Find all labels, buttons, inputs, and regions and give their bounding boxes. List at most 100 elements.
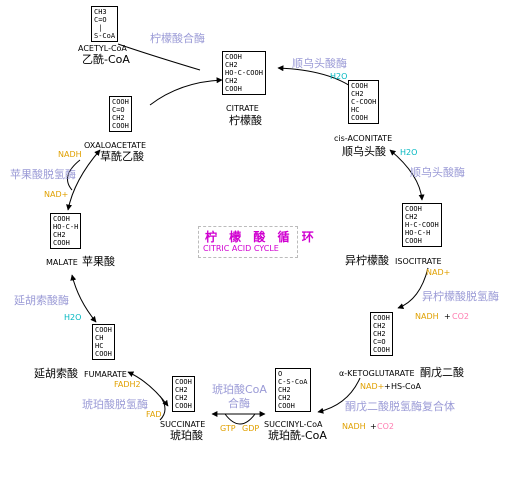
structure-line: COOH: [112, 98, 129, 106]
citrate-structure: COOH CH2 HO-C-COOH CH2 COOH: [222, 51, 266, 95]
structure-line: COOH: [175, 402, 192, 410]
nad-label-2: NAD+: [360, 382, 385, 391]
structure-line: C=O: [373, 338, 386, 346]
fad-label: FAD: [146, 410, 162, 419]
gtp-label: GTP: [220, 424, 236, 433]
structure-line: C=O: [94, 16, 107, 24]
fumarate-structure: COOH CH HC COOH: [92, 324, 115, 360]
nadh-label-3: NADH: [58, 150, 82, 159]
succinyl-coa-label-en: SUCCINYL-CoA: [264, 420, 323, 429]
nadh-label-1: NADH: [415, 312, 439, 321]
structure-line: COOH: [278, 402, 295, 410]
alpha-ketoglutarate-structure: COOH CH2 CH2 C=O COOH: [370, 312, 393, 356]
structure-line: S-CoA: [94, 32, 116, 40]
structure-line: COOH: [53, 239, 70, 247]
cis-aconitate-label-zh: 顺乌头酸: [342, 145, 386, 158]
fumarase-label: 延胡索酸酶: [14, 294, 69, 307]
h2o-label-1: H2O: [330, 72, 348, 81]
akg-dehydrogenase-label: 酮戊二酸脱氢酶复合体: [345, 400, 455, 413]
structure-line: CH2: [373, 322, 386, 330]
structure-line: CH2: [278, 386, 291, 394]
structure-line: O: [278, 370, 283, 378]
fumarate-label-zh: 延胡索酸: [34, 367, 78, 380]
arrow-acetyl-to-citrate: [117, 43, 201, 71]
arrow-fad-loop: [159, 395, 166, 421]
structure-line: CH2: [373, 330, 386, 338]
malate-label-en: MALATE: [46, 258, 78, 267]
arrow-akg-to-succinylcoa: [317, 377, 361, 414]
structure-line: C=O: [112, 106, 125, 114]
citrate-label-en: CITRATE: [226, 104, 259, 113]
structure-line: COOH: [225, 85, 242, 93]
arrow-cisaconitate-to-isocitrate: [389, 149, 425, 201]
citrate-label-zh: 柠檬酸: [229, 114, 262, 127]
succinyl-coa-structure: O C-S-CoA CH2 CH2 COOH: [275, 368, 311, 412]
structure-line: HO-C-COOH: [225, 69, 263, 77]
structure-line: COOH: [351, 114, 368, 122]
arrow-fumarate-to-malate: [70, 274, 97, 323]
structure-line: COOH: [95, 350, 112, 358]
structure-line: COOH: [53, 215, 70, 223]
malate-label-zh: 苹果酸: [82, 255, 115, 268]
nadh-label-2: NADH: [342, 422, 366, 431]
succinate-dehydrogenase-label: 琥珀酸脱氢酶: [82, 398, 148, 411]
plus-sign-1: +: [444, 312, 451, 321]
structure-line: COOH: [112, 122, 129, 130]
fadh2-label: FADH2: [114, 380, 141, 389]
structure-line: HO-C-H: [405, 229, 431, 237]
structure-line: |: [94, 24, 103, 32]
structure-line: C-COOH: [351, 98, 377, 106]
structure-line: COOH: [405, 237, 422, 245]
cis-aconitate-label-en: cis-ACONITATE: [334, 134, 393, 143]
fumarate-label-en: FUMARATE: [84, 370, 127, 379]
oxaloacetate-label-en: OXALOACETATE: [84, 141, 147, 150]
aconitase-label-1: 顺乌头酸酶: [292, 57, 347, 70]
structure-line: CH2: [278, 394, 291, 402]
arrow-oxaloacetate-to-citrate: [149, 77, 223, 106]
malate-dehydrogenase-label: 苹果酸脱氢酶: [10, 168, 76, 181]
structure-line: COOH: [351, 82, 368, 90]
h2o-label-3: H2O: [64, 313, 82, 322]
aconitase-label-2: 顺乌头酸酶: [410, 166, 465, 179]
succinyl-coa-label-zh: 琥珀酰-CoA: [268, 429, 327, 442]
gdp-label: GDP: [242, 424, 260, 433]
structure-line: COOH: [175, 378, 192, 386]
arrow-malate-to-oxaloacetate: [66, 149, 101, 211]
structure-line: HC: [95, 342, 104, 350]
isocitrate-label-zh: 异柠檬酸: [345, 254, 389, 267]
structure-line: COOH: [373, 314, 390, 322]
structure-line: COOH: [405, 205, 422, 213]
structure-line: H-C-COOH: [405, 221, 439, 229]
structure-line: C-S-CoA: [278, 378, 308, 386]
cycle-title-box: [198, 226, 298, 258]
oxaloacetate-label-zh: 草酰乙酸: [100, 150, 144, 163]
nad-label-1: NAD+: [426, 268, 451, 277]
plus-sign-2: +: [384, 382, 391, 391]
oxaloacetate-structure: COOH C=O CH2 COOH: [109, 96, 132, 132]
akg-label-en: α-KETOGLUTARATE: [339, 369, 415, 378]
structure-line: COOH: [225, 53, 242, 61]
structure-line: CH2: [225, 61, 238, 69]
arrow-isocitrate-to-akg: [397, 267, 429, 309]
isocitrate-label-en: ISOCITRATE: [395, 257, 442, 266]
nad-label-3: NAD+: [44, 190, 69, 199]
co2-label-2: CO2: [377, 422, 394, 431]
structure-line: CH: [95, 334, 104, 342]
succinyl-synthetase-label-2: 合酶: [228, 397, 250, 410]
structure-line: CH2: [53, 231, 66, 239]
arrow-nad-loop: [67, 159, 81, 191]
isocitrate-dehydrogenase-label: 异柠檬酸脱氢酶: [422, 290, 499, 303]
acetyl-coa-structure: CH3 C=O | S-CoA: [91, 6, 119, 42]
succinyl-synthetase-label-1: 琥珀酸CoA: [212, 383, 267, 396]
structure-line: CH2: [351, 90, 364, 98]
hscoa-label: HS-CoA: [391, 382, 421, 391]
structure-line: COOH: [373, 346, 390, 354]
structure-line: HO-C-H: [53, 223, 79, 231]
acetyl-coa-label-en: ACETYL-CoA: [78, 44, 127, 53]
citrate-synthase-label: 柠檬酸合酶: [150, 32, 205, 45]
malate-structure: COOH HO-C-H CH2 COOH: [50, 213, 82, 249]
arrow-succinate-to-fumarate: [127, 371, 169, 407]
akg-label-zh: 酮戊二酸: [420, 366, 464, 379]
plus-sign-3: +: [370, 422, 377, 431]
isocitrate-structure: COOH CH2 H-C-COOH HO-C-H COOH: [402, 203, 442, 247]
